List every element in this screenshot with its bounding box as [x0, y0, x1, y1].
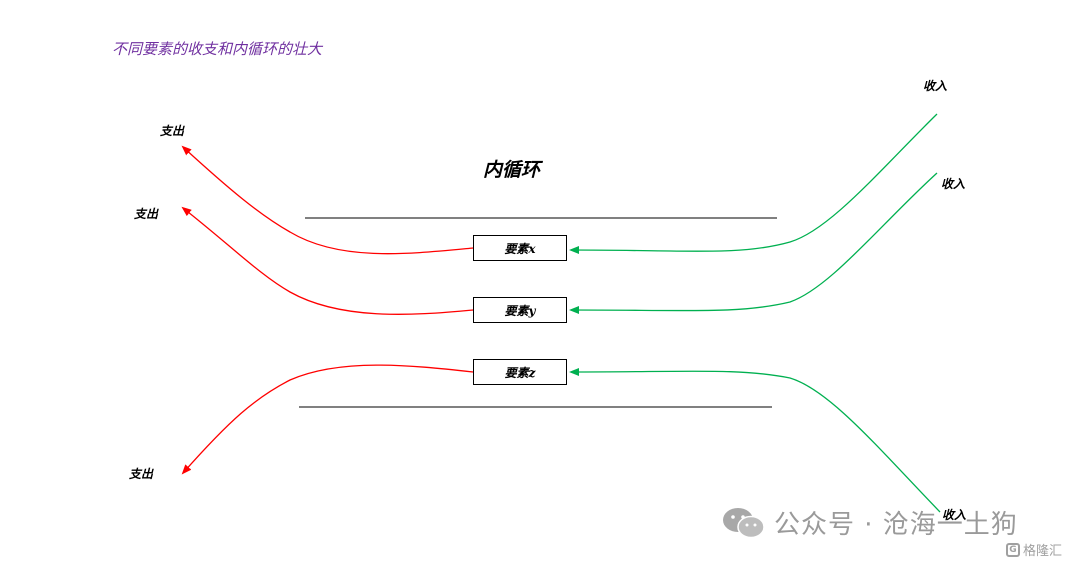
element-label-z: 要素z — [504, 365, 536, 380]
element-box-y: 要素y — [473, 297, 567, 323]
element-label-x: 要素x — [504, 241, 536, 256]
element-box-z: 要素z — [473, 359, 567, 385]
watermark: 公众号 · 沧海一土狗 — [722, 504, 1018, 541]
inner-circulation-title: 内循环 — [483, 159, 541, 181]
expense-arrow-z — [181, 364, 474, 475]
expense-arrow-x — [181, 145, 474, 255]
income-label-x: 收入 — [923, 79, 948, 93]
brand-logo: G 格隆汇 — [1006, 540, 1062, 559]
brand-text: 格隆汇 — [1023, 544, 1063, 559]
expense-label-y: 支出 — [134, 207, 159, 221]
diagram-title: 不同要素的收支和内循环的壮大 — [112, 40, 323, 58]
expense-arrow-y — [181, 206, 474, 315]
gelonghui-logo-icon: G — [1006, 542, 1020, 557]
income-arrow-y — [569, 172, 938, 315]
element-label-y: 要素y — [504, 303, 536, 318]
expense-label-z: 支出 — [129, 467, 154, 481]
income-arrow-z — [569, 367, 941, 513]
watermark-text: 公众号 · 沧海一土狗 — [774, 510, 1018, 540]
element-box-x: 要素x — [473, 235, 567, 261]
wechat-icon — [723, 507, 765, 538]
income-arrow-x — [569, 113, 938, 255]
expense-label-x: 支出 — [160, 124, 185, 138]
income-label-z: 收入 — [942, 508, 967, 522]
income-label-y: 收入 — [941, 177, 966, 191]
